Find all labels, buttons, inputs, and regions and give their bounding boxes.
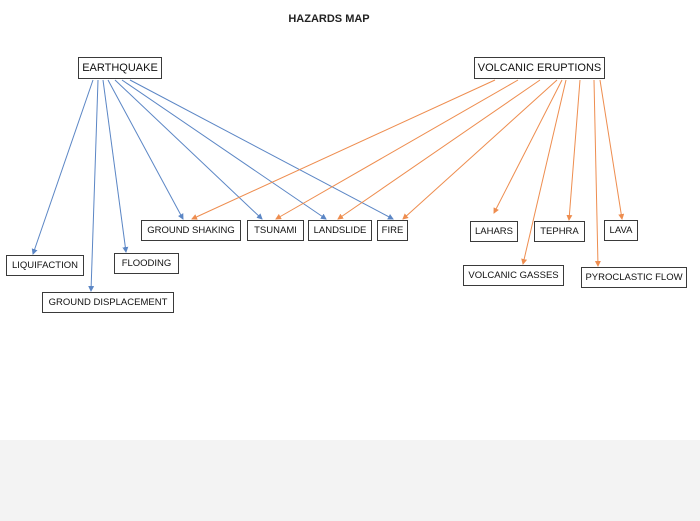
- edge-earthquake-to-tsunami: [114, 79, 263, 220]
- node-landslide: LANDSLIDE: [308, 220, 372, 241]
- diagram-canvas: HAZARDS MAP EARTHQUAKE VOLCANIC ERUPTION…: [6, 13, 687, 313]
- edge-earthquake-to-landslide: [121, 79, 327, 220]
- footer-panel: [0, 440, 700, 521]
- node-tsunami: TSUNAMI: [247, 220, 304, 241]
- edge-earthquake-to-flooding: [102, 79, 129, 253]
- node-pyroclastic-flow: PYROCLASTIC FLOW: [581, 267, 687, 288]
- node-ground-shaking: GROUND SHAKING: [141, 220, 241, 241]
- edge-volcanic-to-pyroclastic-flow: [593, 79, 601, 267]
- edge-earthquake-to-fire: [129, 79, 394, 220]
- node-fire: FIRE: [377, 220, 408, 241]
- node-liquifaction: LIQUIFACTION: [6, 255, 84, 276]
- edge-volcanic-to-lava: [599, 79, 625, 220]
- edge-layer: [31, 79, 625, 292]
- node-volcanic-eruptions: VOLCANIC ERUPTIONS: [474, 57, 605, 79]
- node-tephra: TEPHRA: [534, 221, 585, 242]
- node-ground-displacement: GROUND DISPLACEMENT: [42, 292, 174, 313]
- node-lahars: LAHARS: [470, 221, 518, 242]
- edge-earthquake-to-liquifaction: [31, 79, 94, 255]
- diagram-title: HAZARDS MAP: [288, 13, 370, 25]
- edge-volcanic-to-fire: [402, 79, 558, 220]
- edge-volcanic-to-volcanic-gasses: [521, 79, 567, 265]
- edge-volcanic-to-lahars: [493, 79, 563, 214]
- node-volcanic-gasses: VOLCANIC GASSES: [463, 265, 564, 286]
- edge-volcanic-to-tsunami: [275, 79, 519, 220]
- node-earthquake: EARTHQUAKE: [78, 57, 162, 79]
- node-flooding: FLOODING: [114, 253, 179, 274]
- edge-earthquake-to-ground-shaking: [107, 79, 184, 220]
- edge-earthquake-to-ground-displacement: [88, 79, 99, 292]
- edge-volcanic-to-ground-shaking: [191, 79, 496, 220]
- edge-volcanic-to-landslide: [337, 79, 541, 220]
- node-lava: LAVA: [604, 220, 638, 241]
- edge-volcanic-to-tephra: [566, 79, 581, 221]
